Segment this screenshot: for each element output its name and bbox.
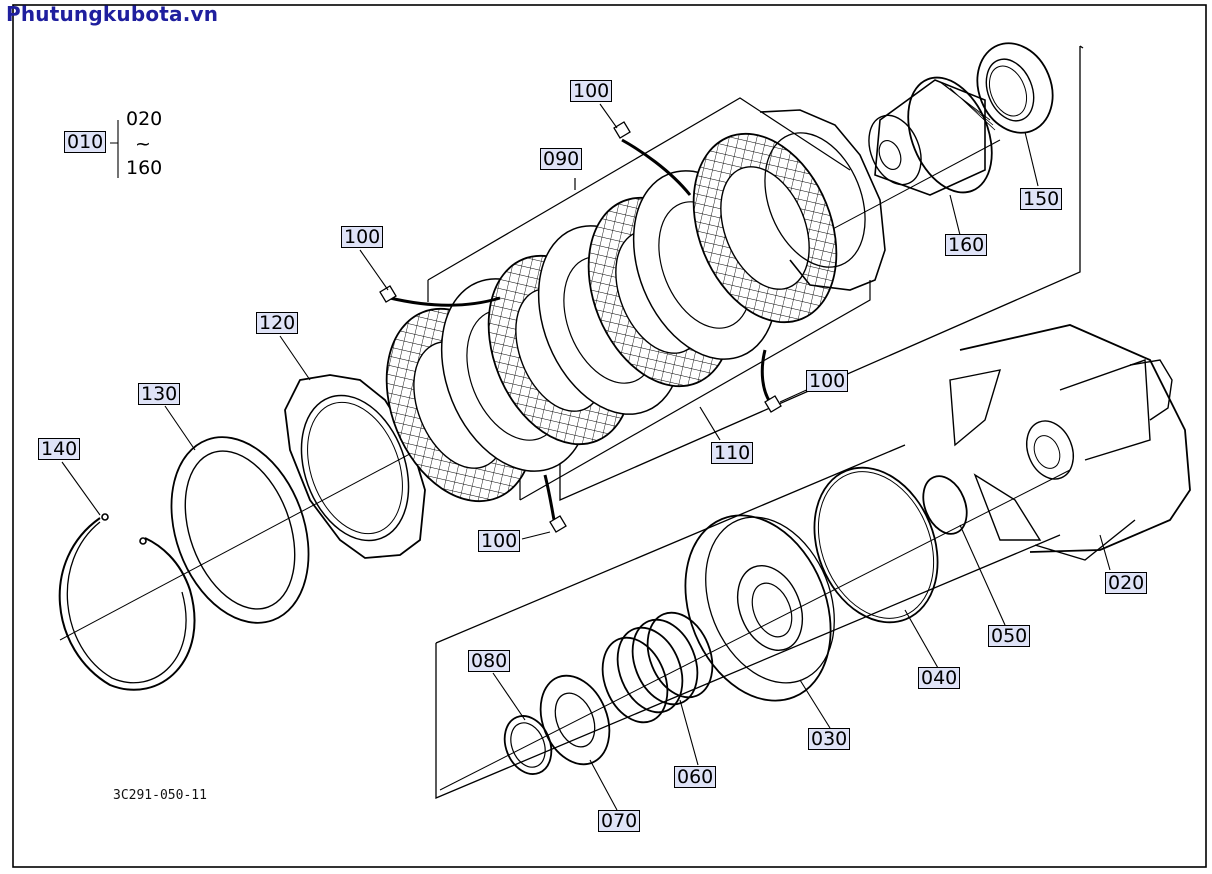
friction-disc-4	[692, 132, 838, 324]
clutch-drum-020	[949, 324, 1191, 561]
callout-080[interactable]: 080	[468, 650, 511, 672]
washer-070	[539, 674, 611, 766]
callout-120[interactable]: 120	[256, 312, 299, 334]
return-spring-060	[601, 611, 714, 724]
callout-090[interactable]: 090	[540, 148, 583, 170]
range-end-label: 160	[126, 157, 163, 179]
callout-050[interactable]: 050	[988, 625, 1031, 647]
bearing-150	[976, 42, 1054, 134]
callout-100-top[interactable]: 100	[570, 80, 613, 102]
spring-100-top	[613, 121, 692, 196]
hub-160	[868, 76, 996, 196]
end-plate	[759, 109, 886, 291]
plate-120	[284, 374, 426, 559]
callout-010[interactable]: 010	[64, 131, 107, 153]
o-ring-050	[922, 475, 968, 535]
callout-030[interactable]: 030	[808, 728, 851, 750]
callout-040[interactable]: 040	[918, 667, 961, 689]
piston-group-outline	[435, 534, 1061, 799]
callout-060[interactable]: 060	[674, 766, 717, 788]
callout-130[interactable]: 130	[138, 383, 181, 405]
callout-100-bottom[interactable]: 100	[478, 530, 521, 552]
drawing-number: 3C291-050-11	[113, 788, 207, 803]
callout-020[interactable]: 020	[1105, 572, 1148, 594]
snap-ring-140	[58, 513, 196, 691]
ring-130	[170, 436, 310, 624]
callout-100-left[interactable]: 100	[341, 226, 384, 248]
leader-lines	[61, 103, 1111, 811]
callout-070[interactable]: 070	[598, 810, 641, 832]
seal-ring-040	[813, 466, 939, 624]
callout-100-right[interactable]: 100	[806, 370, 849, 392]
callout-110[interactable]: 110	[711, 442, 754, 464]
range-tilde: ~	[135, 133, 151, 155]
spring-100-right	[760, 349, 782, 413]
frame-border	[12, 4, 1207, 868]
site-title: Phutungkubota.vn	[6, 2, 219, 26]
callout-160[interactable]: 160	[945, 234, 988, 256]
snap-ring-080	[503, 715, 553, 775]
callout-150[interactable]: 150	[1020, 188, 1063, 210]
callout-140[interactable]: 140	[38, 438, 81, 460]
range-start-label: 020	[126, 108, 163, 130]
spring-100-bottom	[543, 474, 567, 533]
piston-030	[684, 514, 835, 702]
